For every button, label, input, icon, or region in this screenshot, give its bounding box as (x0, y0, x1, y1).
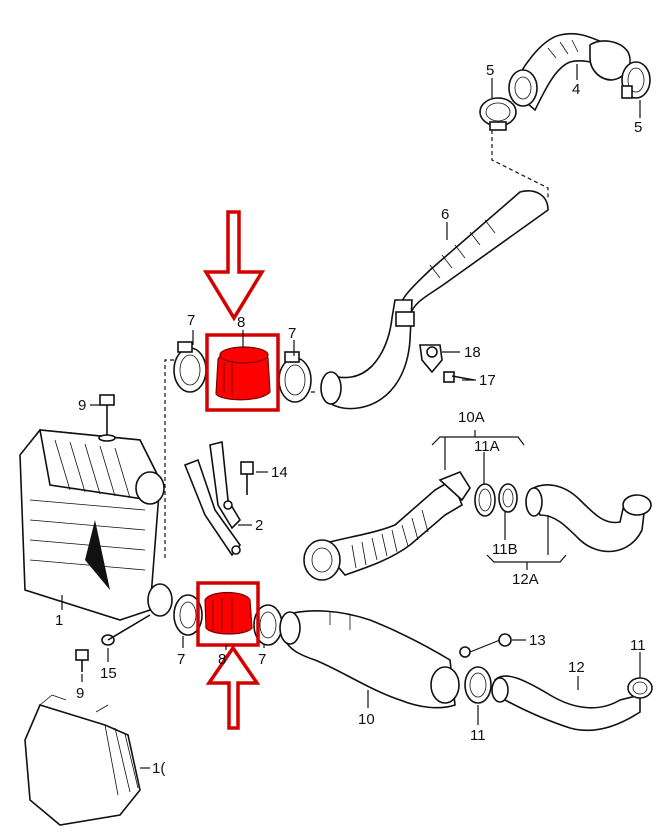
label-11b: 11B (492, 541, 518, 558)
label-10: 10 (358, 711, 375, 728)
label-6: 6 (441, 206, 449, 223)
label-5-left: 5 (486, 62, 494, 79)
bolt-17 (443, 371, 475, 383)
label-11a: 11A (474, 438, 500, 455)
label-13: 13 (529, 632, 546, 649)
clamp-7-upper-right (278, 351, 312, 403)
arrow-down-icon (202, 210, 266, 322)
label-1: 1 (55, 612, 63, 629)
air-duct-16 (24, 694, 141, 826)
bracket-12a (486, 515, 567, 570)
label-18: 18 (464, 344, 481, 361)
bolt-13 (459, 633, 512, 658)
label-16: 1( (152, 760, 165, 777)
label-2: 2 (255, 517, 263, 534)
bracket-2 (183, 441, 242, 557)
label-15: 15 (100, 665, 117, 682)
bolt-9-lower (75, 649, 89, 672)
clamp-5-left (479, 97, 517, 131)
pipe-10a (303, 471, 471, 581)
label-7-ll: 7 (177, 651, 185, 668)
bolt-14 (240, 461, 254, 495)
clamp-11-lower (464, 666, 492, 704)
label-9-top: 9 (78, 397, 86, 414)
pipe-6 (320, 190, 549, 410)
clamp-11-right (627, 677, 653, 699)
clamp-7-lower-right (253, 604, 283, 646)
label-12a: 12A (512, 571, 539, 588)
label-11-right: 11 (630, 637, 646, 654)
sensor-18 (419, 344, 443, 374)
dash-link-mid (164, 359, 318, 560)
label-10a: 10A (458, 409, 485, 426)
bracket-10a (431, 430, 525, 446)
label-17: 17 (479, 372, 496, 389)
pipe-10 (279, 610, 460, 709)
bolt-15 (101, 614, 151, 646)
intercooler-1 (19, 429, 173, 621)
dash-link-upper (491, 130, 549, 200)
label-7-lr: 7 (258, 651, 266, 668)
hose-12 (491, 675, 641, 732)
bolt-9-top (98, 394, 116, 442)
label-7-ul: 7 (187, 312, 195, 329)
label-5-right: 5 (634, 119, 642, 136)
o-ring-11b (498, 483, 518, 513)
label-4: 4 (572, 81, 580, 98)
clamp-7-lower-left (173, 594, 203, 636)
clamp-5-right (621, 61, 651, 99)
hose-8-lower (196, 581, 260, 647)
o-ring-11a (474, 483, 496, 517)
label-12: 12 (568, 659, 585, 676)
label-8-upper: 8 (237, 314, 245, 331)
hose-8-upper (205, 333, 280, 412)
label-7-ur: 7 (288, 325, 296, 342)
label-14: 14 (271, 464, 288, 481)
arrow-up-icon (205, 644, 261, 730)
label-8-lower: 8 (218, 651, 226, 668)
upper-hose-4 (508, 32, 631, 112)
label-11-lower: 11 (470, 727, 486, 744)
hose-12a (525, 484, 652, 553)
clamp-7-upper-left (173, 341, 207, 393)
label-9-lower: 9 (76, 685, 84, 702)
